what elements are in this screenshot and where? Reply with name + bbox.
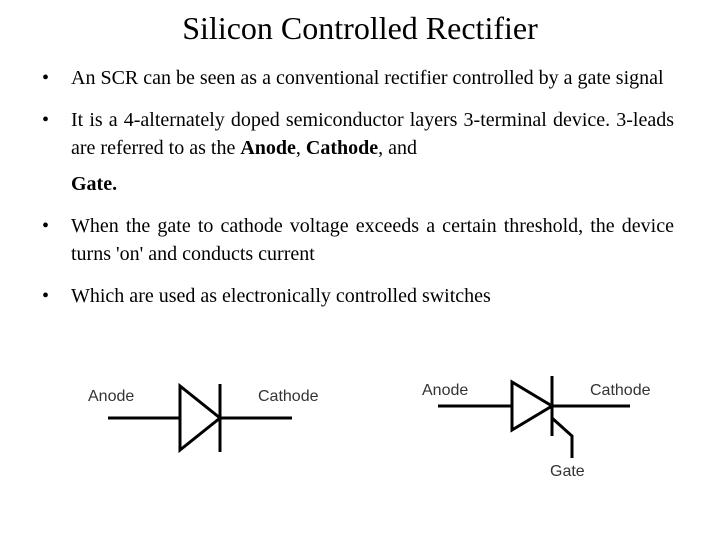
bullet-marker: • [42, 285, 50, 307]
bullet-item-usage: • Which are used as electronically contr… [42, 282, 674, 310]
bullet-marker: • [42, 109, 50, 131]
diode-cathode-label: Cathode [258, 388, 319, 405]
scr-cathode-label: Cathode [590, 382, 651, 399]
bullet-list: • An SCR can be seen as a conventional r… [42, 64, 674, 310]
bullet-text: Which are used as electronically control… [71, 285, 491, 307]
period: . [112, 173, 118, 195]
scr-triangle [510, 379, 555, 433]
separator: , and [378, 137, 418, 159]
bullet-item-scr-definition: • An SCR can be seen as a conventional r… [42, 64, 674, 92]
term-gate: Gate [71, 173, 113, 195]
scr-anode-label: Anode [422, 382, 468, 399]
term-cathode: Cathode [305, 137, 379, 159]
bullet-marker: • [42, 67, 50, 89]
scr-gate-lead [550, 416, 574, 458]
term-gate-line: Gate. [71, 170, 117, 198]
diode-anode-label: Anode [88, 388, 134, 405]
bullet-text: When the gate to cathode voltage exceeds… [71, 215, 674, 265]
bullet-item-terminals: • It is a 4-alternately doped semiconduc… [42, 106, 674, 198]
separator: , [295, 137, 306, 159]
bullet-item-turn-on: • When the gate to cathode voltage excee… [42, 212, 674, 268]
bullet-marker: • [42, 215, 50, 237]
bullet-text: An SCR can be seen as a conventional rec… [71, 67, 664, 89]
scr-gate-label: Gate [550, 463, 585, 480]
scr-symbol: Anode Cathode Gate [422, 376, 651, 480]
bullet-text: It is a 4-alternately doped semiconducto… [71, 109, 674, 159]
diode-symbol: Anode Cathode [88, 382, 319, 454]
slide-title: Silicon Controlled Rectifier [182, 10, 538, 46]
term-anode: Anode [240, 137, 296, 159]
diode-triangle [178, 382, 223, 454]
